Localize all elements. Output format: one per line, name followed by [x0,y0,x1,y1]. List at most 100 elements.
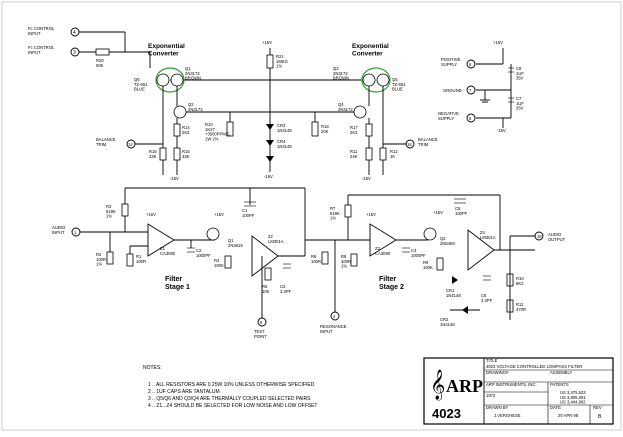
r14-resistor [173,123,181,137]
vm15-left-label: -15V [170,176,179,181]
r2-resistor [106,251,114,265]
drawn-by-label: DRAWN BY [486,405,509,410]
notes-block: NOTES: 1 .. ALL RESISTORS ARE 0.25W 10% … [143,365,317,409]
r15-resistor [173,147,181,161]
title-label: TITLE [486,358,498,363]
note-4: 4 .. Z1...Z4 SHOULD BE SELECTED FOR LOW … [148,403,317,409]
pin-16-label: 16 [537,234,542,239]
q3-transistor [362,73,376,87]
company-name: ARP INSTRUMENTS, INC. [486,382,537,387]
r8-resistor [350,253,358,267]
cr5-diode [266,156,274,162]
r5-resistor [264,267,272,281]
q2-jfet [423,227,437,241]
z3-ota [369,223,397,257]
q1-transistor [170,73,184,87]
z3-v15-label: +15V [366,212,376,217]
treble-clef-icon: 𝄞 [430,369,445,401]
r4-resistor [224,255,232,269]
drawing-number-label: DRAWING# [486,370,509,375]
pin-18-label: 18 [407,142,412,147]
rev-value: B [598,414,602,420]
model-number: 4023 [432,406,461,421]
drawn-by-value: J.VERGHESE [494,413,521,418]
r20-resistor [95,48,110,56]
notes-heading: NOTES: [143,365,162,371]
date-value: 20 APR 98 [558,413,579,418]
assembly-label: ASSEMBLY [550,370,572,375]
cr2-diode [462,306,468,314]
pin-6-connector [466,59,476,69]
pin-7-label: 7 [469,88,472,93]
cr1-diode [452,276,458,284]
note-3: 3 .. Q5/Q6 AND Q3/Q4 ARE THERMALLY COUPL… [148,396,311,402]
patents-label: PATENTS [550,382,569,387]
q1-v15-label: +15V [214,212,224,217]
q2-v15-label: +15V [433,210,443,215]
pin-2-label: 2 [333,314,336,319]
pin-1-label: 1 [74,230,77,235]
r17-resistor [365,123,373,137]
vm15-supply-label: -15V [497,128,506,133]
thermal-pair-left-outline [155,67,185,93]
q2-transistor [173,105,187,119]
q5-transistor [376,73,390,87]
z1-v15-label: +15V [146,212,156,217]
pin-9-connector [257,317,267,327]
vm15-mid-label: -15V [264,174,273,179]
title-block: TITLE 4023 VOLTAGE CONTROLLED LOWPASS FI… [423,357,614,425]
pin-9-label: 9 [260,320,263,325]
cr3-diode [266,124,274,130]
z1-ota [147,223,175,257]
ground-label: GROUND [443,88,462,93]
r9-resistor [436,257,444,271]
pin-2-connector [330,311,340,321]
pin-8-label: 8 [469,116,472,121]
r18-resistor [311,121,319,137]
r16-resistor [159,147,167,161]
q1-jfet [206,227,220,241]
